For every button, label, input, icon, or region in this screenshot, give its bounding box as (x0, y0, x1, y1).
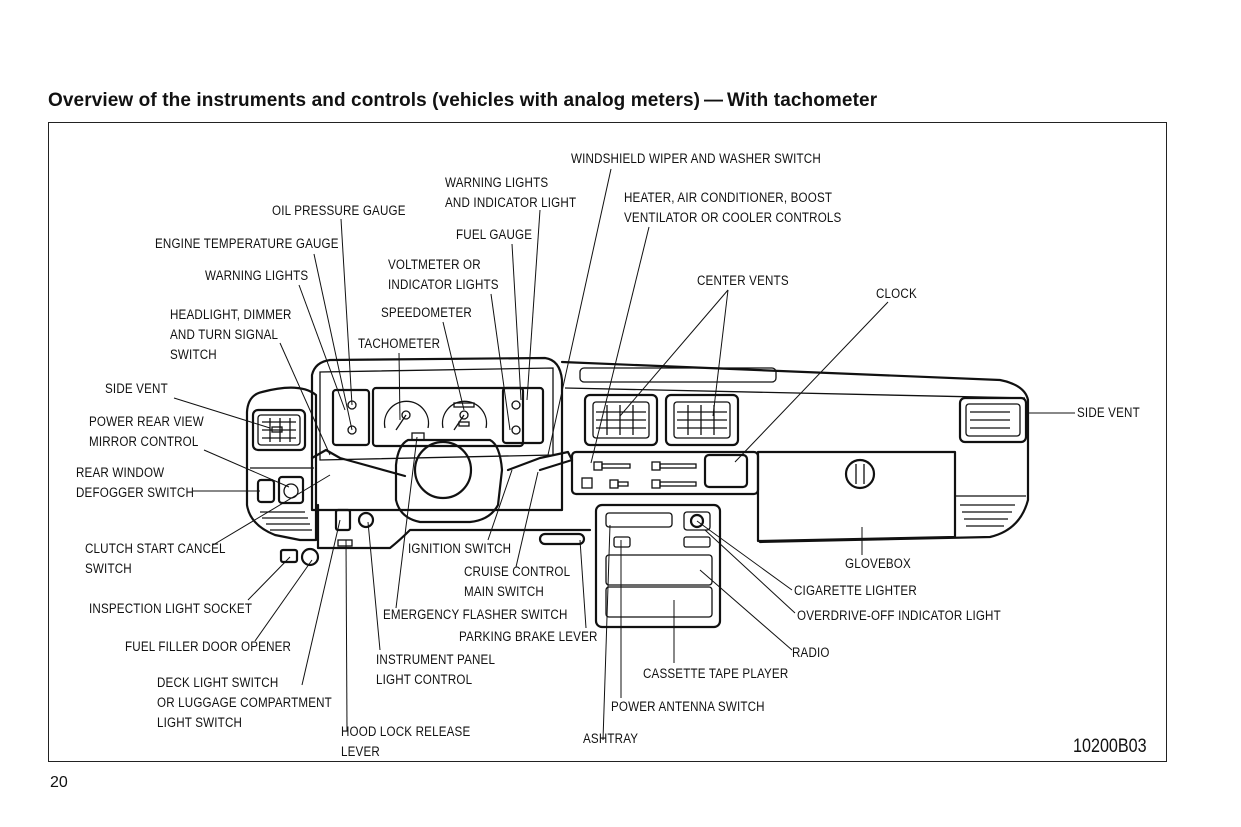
instrument-cluster (310, 356, 564, 512)
clock-shape (703, 453, 749, 489)
label-cigarette-lighter: CIGARETTE LIGHTER (794, 583, 917, 598)
glovebox-shape (756, 450, 1026, 543)
label-instrument-panel-line1: INSTRUMENT PANEL (376, 652, 496, 667)
label-windshield-wiper: WINDSHIELD WIPER AND WASHER SWITCH (571, 151, 821, 166)
label-defogger-line2: DEFOGGER SWITCH (76, 485, 195, 500)
label-cruise-line1: CRUISE CONTROL (464, 564, 571, 579)
label-headlight-line1: HEADLIGHT, DIMMER (170, 307, 292, 322)
center-vent-right (664, 393, 740, 447)
label-instrument-panel-line2: LIGHT CONTROL (376, 672, 473, 687)
label-warning-indicator-line2: AND INDICATOR LIGHT (445, 195, 577, 210)
label-ashtray: ASHTRAY (583, 731, 639, 746)
side-vent-right (958, 396, 1028, 444)
label-warning-lights: WARNING LIGHTS (205, 268, 309, 283)
label-headlight-line3: SWITCH (170, 347, 217, 362)
label-radio: RADIO (792, 645, 830, 660)
lower-left-panel (279, 503, 592, 567)
engine-temp-dial (347, 425, 357, 435)
label-side-vent-left: SIDE VENT (105, 381, 168, 396)
label-speedometer: SPEEDOMETER (381, 305, 472, 320)
label-cruise-line2: MAIN SWITCH (464, 584, 544, 599)
label-deck-line2: OR LUGGAGE COMPARTMENT (157, 695, 332, 710)
tachometer-dial (383, 400, 430, 431)
center-vent-left (583, 393, 659, 447)
label-clutch-line1: CLUTCH START CANCEL (85, 541, 226, 556)
label-fuel-filler: FUEL FILLER DOOR OPENER (125, 639, 292, 654)
label-voltmeter-line2: INDICATOR LIGHTS (388, 277, 499, 292)
voltmeter-dial (511, 400, 521, 410)
label-mirror-line1: POWER REAR VIEW (89, 414, 204, 429)
label-clutch-line2: SWITCH (85, 561, 132, 576)
label-deck-line1: DECK LIGHT SWITCH (157, 675, 279, 690)
label-warning-indicator-line1: WARNING LIGHTS (445, 175, 549, 190)
label-tachometer: TACHOMETER (358, 336, 441, 351)
label-fuel-gauge: FUEL GAUGE (456, 227, 533, 242)
label-clock: CLOCK (876, 286, 917, 301)
label-defogger-line1: REAR WINDOW (76, 465, 165, 480)
label-deck-line3: LIGHT SWITCH (157, 715, 243, 730)
label-hood-line1: HOOD LOCK RELEASE (341, 724, 471, 739)
page-title: Overview of the instruments and controls… (48, 90, 878, 111)
label-emergency-flasher: EMERGENCY FLASHER SWITCH (383, 607, 568, 622)
label-engine-temp: ENGINE TEMPERATURE GAUGE (155, 236, 339, 251)
center-console (594, 503, 722, 629)
parking-brake-lever-shape (538, 532, 586, 546)
side-vent-left (251, 408, 307, 452)
speedometer-dial (441, 400, 488, 431)
left-side-pod (245, 386, 318, 542)
label-power-antenna: POWER ANTENNA SWITCH (611, 699, 765, 714)
dash-main (560, 360, 1030, 544)
label-cassette: CASSETTE TAPE PLAYER (643, 666, 789, 681)
label-heater-line1: HEATER, AIR CONDITIONER, BOOST (624, 190, 833, 205)
label-inspection: INSPECTION LIGHT SOCKET (89, 601, 253, 616)
label-side-vent-right: SIDE VENT (1077, 405, 1140, 420)
figure-id: 10200B03 (1073, 736, 1147, 757)
climate-control-panel (570, 450, 760, 496)
label-headlight-line2: AND TURN SIGNAL (170, 327, 279, 342)
label-ignition: IGNITION SWITCH (408, 541, 512, 556)
diagram-frame (48, 122, 1167, 762)
label-heater-line2: VENTILATOR OR COOLER CONTROLS (624, 210, 842, 225)
label-parking-brake: PARKING BRAKE LEVER (459, 629, 598, 644)
label-voltmeter-line1: VOLTMETER OR (388, 257, 481, 272)
fuel-dial (511, 425, 521, 435)
label-center-vents: CENTER VENTS (697, 273, 789, 288)
label-overdrive-off: OVERDRIVE-OFF INDICATOR LIGHT (797, 608, 1001, 623)
page-number: 20 (50, 774, 68, 791)
leader-lines (173, 168, 1075, 741)
label-hood-line2: LEVER (341, 744, 380, 759)
steering-column (310, 432, 574, 524)
label-glovebox: GLOVEBOX (845, 556, 911, 571)
label-mirror-line2: MIRROR CONTROL (89, 434, 199, 449)
label-oil-pressure: OIL PRESSURE GAUGE (272, 203, 406, 218)
